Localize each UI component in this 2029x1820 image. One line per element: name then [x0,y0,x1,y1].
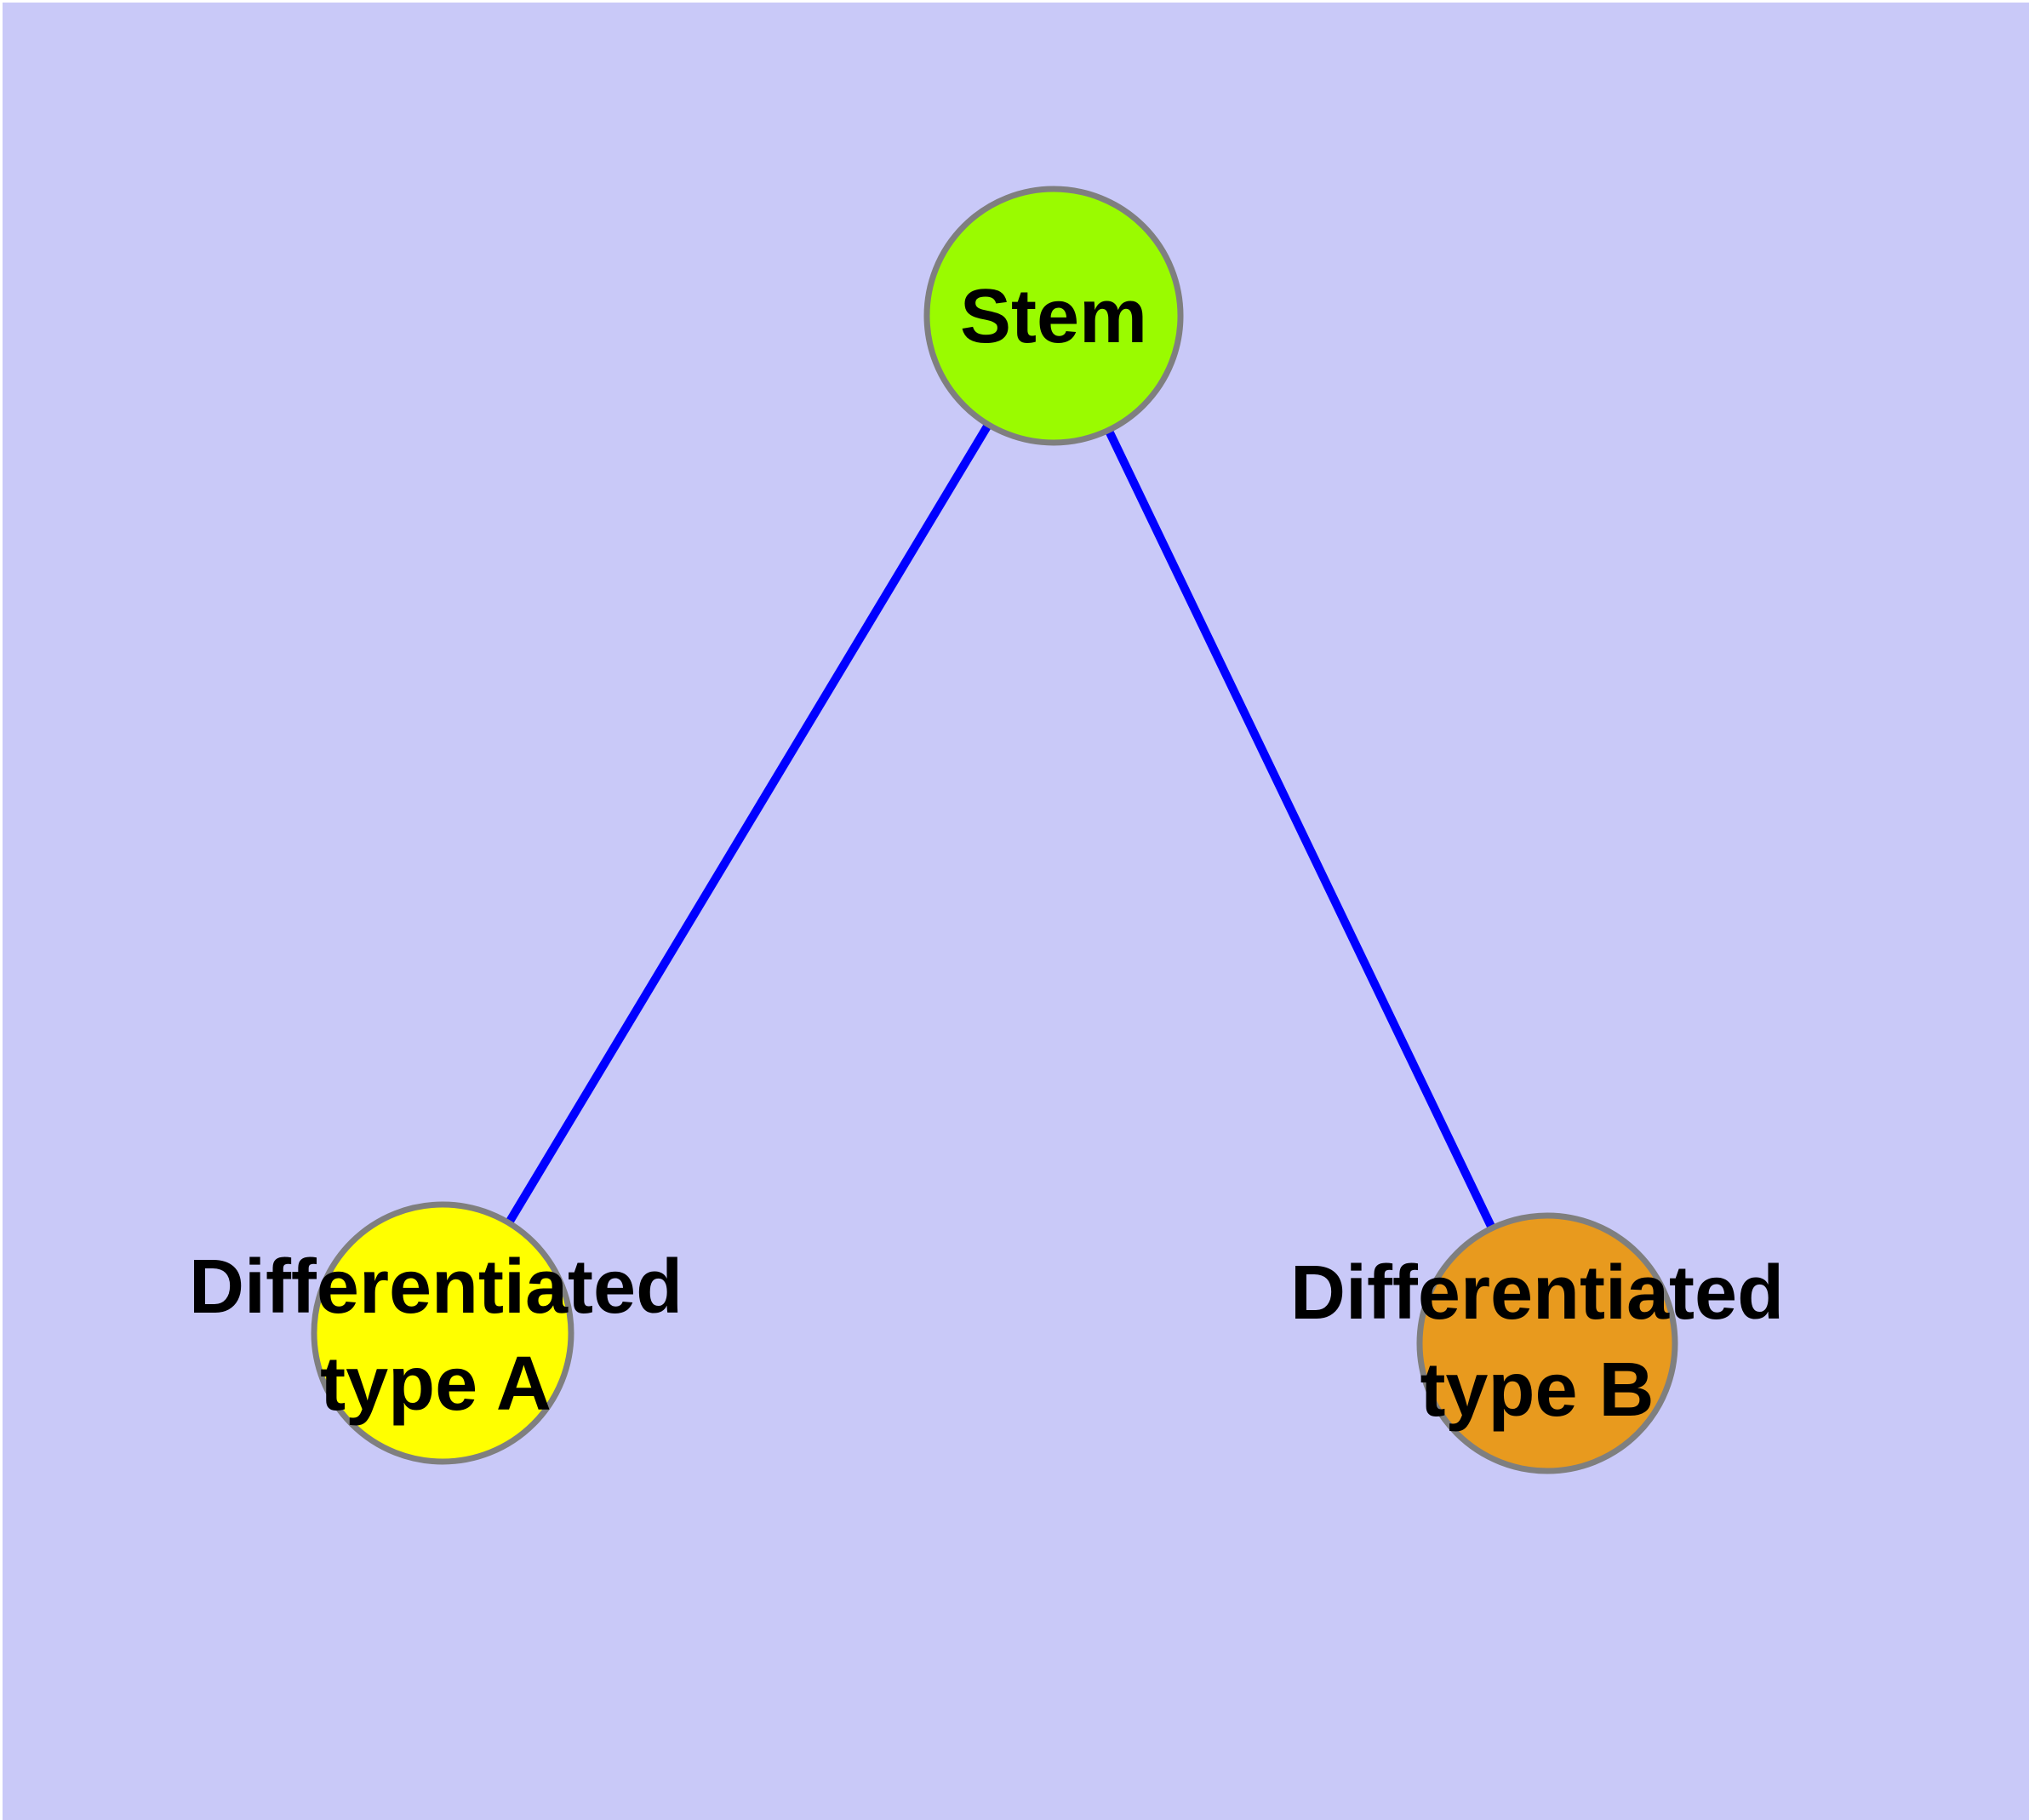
node-type-a-circle [311,1201,574,1465]
node-type-b-label-line1: Differentiated [1289,1251,1785,1336]
node-stem-circle [923,186,1184,446]
node-type-b-label: Differentiated type B [1290,1245,1784,1439]
node-type-a-label-line2: type A [320,1342,552,1427]
node-type-b-circle [1416,1212,1678,1474]
node-stem-label: Stem [959,274,1148,359]
edge-stem-to-type-b [1049,313,1552,1346]
node-type-a-label-line1: Differentiated [188,1245,683,1330]
node-type-a-label: Differentiated type A [189,1239,683,1433]
edge-stem-to-type-a [438,313,1058,1336]
node-type-b-label-line2: type B [1420,1348,1655,1433]
